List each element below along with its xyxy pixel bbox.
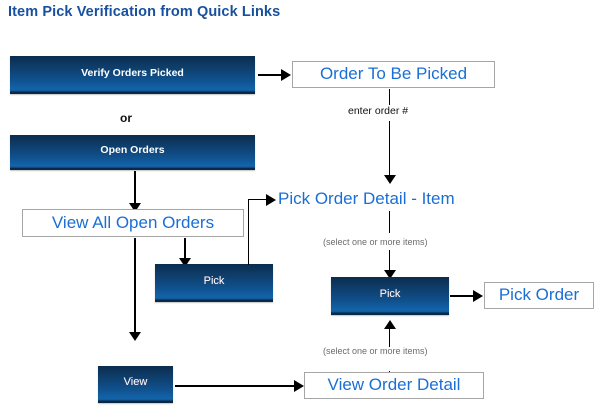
connector-detail-to-pick-right-upper bbox=[389, 211, 390, 233]
connector-view-to-view-detail bbox=[175, 385, 299, 387]
link-view-order-detail[interactable]: View Order Detail bbox=[304, 372, 484, 399]
button-open-orders-label: Open Orders bbox=[100, 144, 165, 157]
arrowhead-verify-to-order bbox=[281, 69, 291, 81]
button-pick-left-label: Pick bbox=[203, 274, 225, 287]
label-select-items-top: (select one or more items) bbox=[323, 237, 428, 247]
connector-view-all-to-pick bbox=[184, 238, 186, 264]
arrowhead-order-to-detail bbox=[384, 175, 396, 184]
button-verify-orders-picked-label: Verify Orders Picked bbox=[81, 66, 184, 79]
arrowhead-view-detail-to-pick bbox=[384, 320, 396, 329]
connector-view-detail-to-pick-upper bbox=[389, 329, 390, 347]
connector-pick-right-to-pick-order bbox=[450, 295, 478, 297]
connector-pick-left-to-detail-vertical bbox=[248, 199, 249, 265]
link-order-to-be-picked-label: Order To Be Picked bbox=[319, 64, 468, 83]
button-pick-right[interactable]: Pick bbox=[331, 277, 449, 315]
link-view-all-open-orders-label: View All Open Orders bbox=[51, 212, 215, 232]
arrowhead-view-to-view-detail bbox=[294, 380, 304, 392]
link-view-order-detail-label: View Order Detail bbox=[327, 375, 461, 394]
button-pick-right-label: Pick bbox=[379, 287, 401, 300]
arrowhead-detail-to-pick-right bbox=[384, 270, 396, 279]
button-view-label: View bbox=[123, 376, 148, 388]
connector-view-all-to-view bbox=[134, 238, 136, 338]
connector-detail-to-pick-right-lower bbox=[389, 250, 390, 274]
arrowhead-open-orders-to-view-all bbox=[129, 203, 141, 212]
arrowhead-view-all-to-pick bbox=[179, 258, 191, 267]
connector-order-to-detail-lower bbox=[389, 121, 390, 179]
connector-order-to-detail-upper bbox=[389, 89, 390, 105]
connector-pick-left-to-detail-horizontal bbox=[248, 199, 272, 200]
connector-verify-to-order bbox=[258, 74, 284, 76]
arrowhead-pick-left-to-detail bbox=[266, 194, 276, 206]
label-or: or bbox=[120, 111, 132, 125]
link-order-to-be-picked[interactable]: Order To Be Picked bbox=[292, 61, 495, 88]
connector-open-orders-to-view-all bbox=[134, 171, 136, 207]
link-pick-order[interactable]: Pick Order bbox=[484, 282, 594, 309]
link-pick-order-detail-item[interactable]: Pick Order Detail - Item bbox=[278, 189, 455, 208]
label-select-items-bottom: (select one or more items) bbox=[323, 346, 428, 356]
arrowhead-pick-right-to-pick-order bbox=[473, 290, 483, 302]
button-pick-left[interactable]: Pick bbox=[155, 264, 273, 302]
button-verify-orders-picked[interactable]: Verify Orders Picked bbox=[10, 56, 255, 94]
button-view[interactable]: View bbox=[98, 366, 173, 403]
arrowhead-view-all-to-view bbox=[129, 332, 141, 341]
link-pick-order-label: Pick Order bbox=[498, 285, 580, 304]
link-view-all-open-orders[interactable]: View All Open Orders bbox=[22, 209, 244, 237]
page-title: Item Pick Verification from Quick Links bbox=[8, 4, 281, 20]
label-enter-order-number: enter order # bbox=[348, 105, 409, 117]
button-open-orders[interactable]: Open Orders bbox=[10, 135, 255, 170]
